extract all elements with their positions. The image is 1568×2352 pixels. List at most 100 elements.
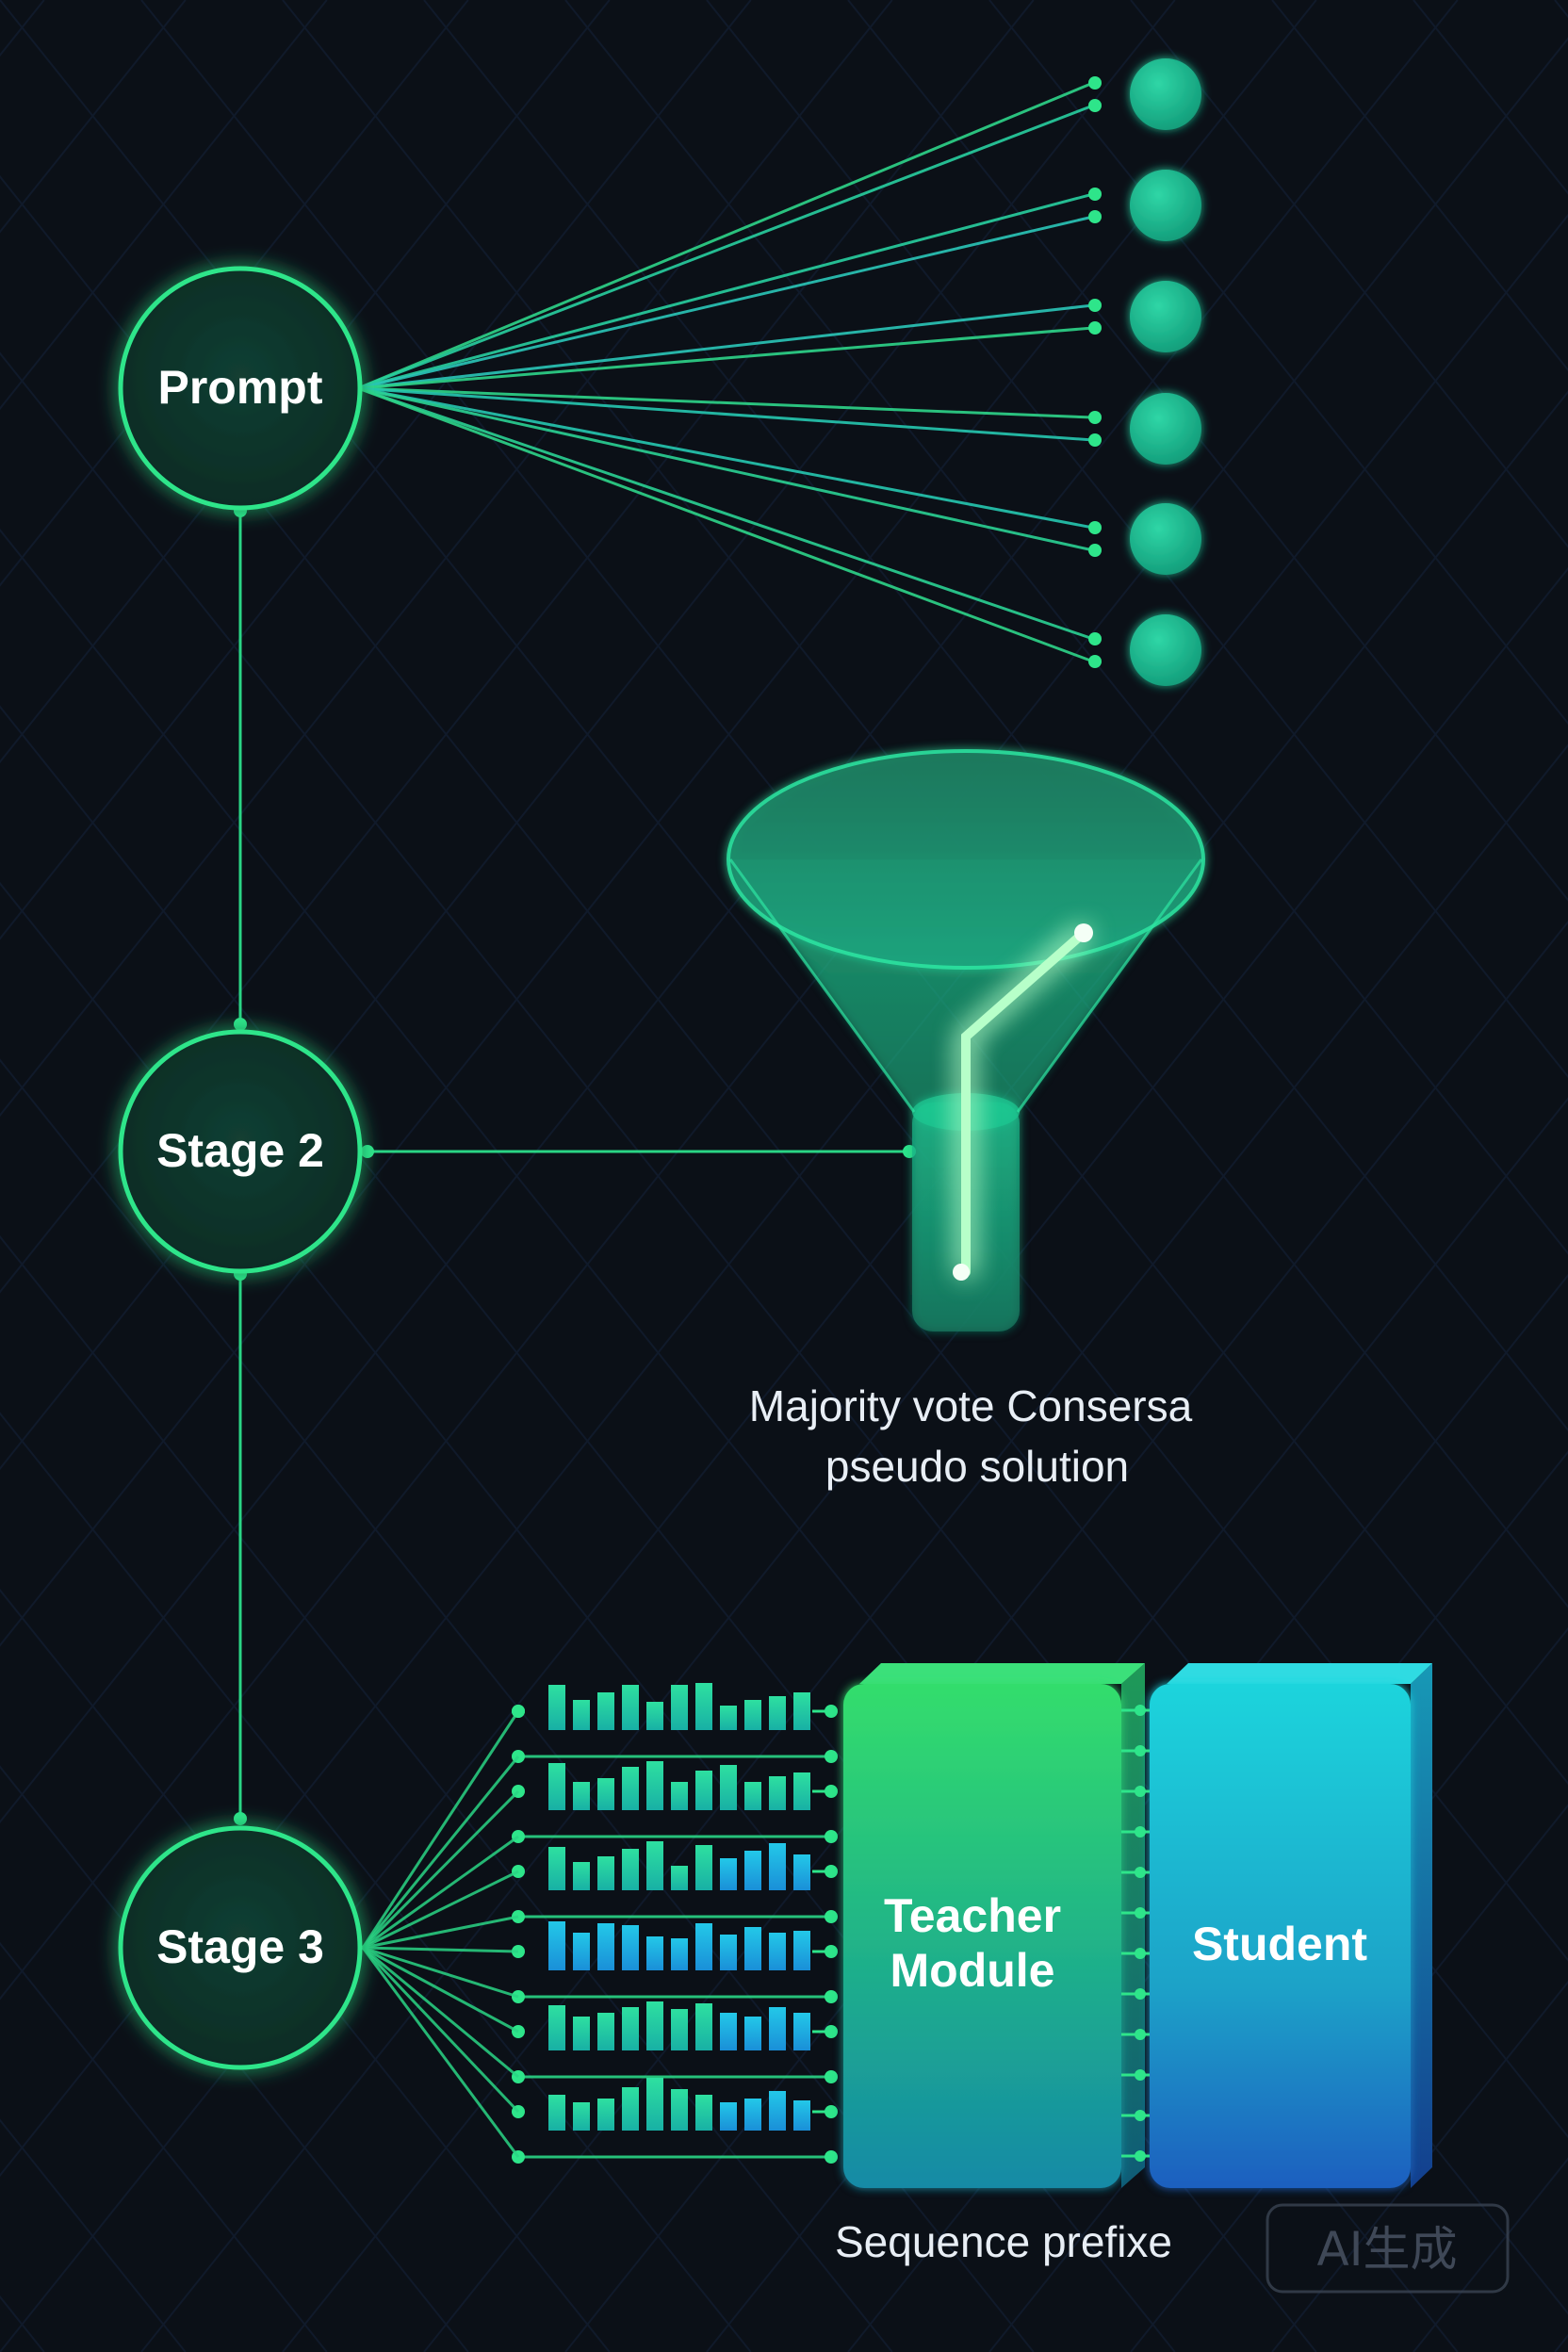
stage3-label: Stage 3: [156, 1920, 324, 1973]
fan-line: [357, 386, 1094, 442]
sequence-bar: [622, 1685, 639, 1730]
sequence-bar: [720, 1935, 737, 1970]
prompt-fan-lines: [357, 76, 1102, 668]
fan-end-dot: [1088, 544, 1102, 557]
sequence-bar: [793, 1772, 810, 1810]
stage3-fan-lines: [361, 1705, 838, 2164]
sequence-bar: [573, 1782, 590, 1810]
fan-end-dot: [1088, 321, 1102, 335]
sample-outputs: [1130, 58, 1201, 686]
sequence-bar: [695, 2095, 712, 2131]
sequence-bar: [573, 1862, 590, 1890]
prompt-node[interactable]: [118, 266, 363, 511]
sequence-bar: [671, 1938, 688, 1970]
sequence-bar: [573, 1700, 590, 1730]
stage3-fan-line: [361, 1947, 520, 2158]
sequence-bar: [622, 1925, 639, 1970]
sequence-bar: [695, 1683, 712, 1730]
output-node: [1130, 58, 1201, 130]
sequence-bar: [744, 1851, 761, 1890]
connector-dot: [234, 1812, 247, 1825]
fan-end-dot: [1088, 76, 1102, 90]
funnel-caption-line1: Majority vote Consersa: [749, 1381, 1193, 1430]
consensus-path: [961, 928, 1088, 1277]
fan-line: [357, 81, 1094, 390]
row-dot: [825, 1910, 838, 1923]
fan-line: [357, 386, 1094, 663]
sequence-bar: [597, 1923, 614, 1970]
teacher-module-block[interactable]: [843, 1663, 1145, 2188]
sequence-bar: [671, 2089, 688, 2131]
sequence-bar: [597, 1856, 614, 1890]
link-dot: [1135, 1705, 1146, 1716]
sequence-bar: [646, 1936, 663, 1970]
fan-end-dot: [1088, 210, 1102, 223]
row-dot: [512, 1705, 525, 1718]
stage3-fan-line: [362, 1835, 519, 1950]
fan-end-dot: [1088, 99, 1102, 112]
sequence-bar: [622, 2007, 639, 2050]
ai-watermark: AI生成: [1266, 2203, 1510, 2294]
sequence-bar: [744, 1700, 761, 1730]
sequence-bar: [720, 1765, 737, 1810]
sequence-bar: [548, 1847, 565, 1890]
stage3-fan-line: [361, 1789, 520, 1950]
stage3-fan-line: [362, 1915, 519, 1950]
sequence-caption: Sequence prefixe: [835, 2217, 1172, 2266]
sequence-bar: [769, 1843, 786, 1890]
sequence-bar: [573, 1933, 590, 1970]
output-node: [1130, 281, 1201, 352]
connector-dot: [361, 1145, 374, 1158]
link-dot: [1135, 2150, 1146, 2162]
sequence-bar: [793, 1931, 810, 1970]
fan-line: [357, 386, 1094, 419]
fan-end-dot: [1088, 632, 1102, 645]
sequence-bar: [548, 1685, 565, 1730]
row-dot: [825, 1750, 838, 1763]
row-dot: [825, 1990, 838, 2003]
stage2-node[interactable]: [118, 1029, 363, 1274]
sequence-bar: [744, 2017, 761, 2050]
teacher-label-line1: Teacher: [884, 1889, 1061, 1942]
sequence-bar: [720, 2013, 737, 2050]
sequence-bar: [793, 2100, 810, 2131]
sequence-bar: [769, 2007, 786, 2050]
row-dot: [825, 2150, 838, 2164]
fan-end-dot: [1088, 188, 1102, 201]
sequence-bar: [573, 2102, 590, 2131]
sequence-bar: [720, 1858, 737, 1890]
student-block[interactable]: [1150, 1663, 1432, 2188]
sequence-bar: [720, 2102, 737, 2131]
row-dot: [825, 1830, 838, 1843]
sequence-bar: [548, 2005, 565, 2050]
sequence-bar: [769, 2091, 786, 2131]
majority-vote-funnel: [727, 749, 1205, 1331]
fan-line: [357, 215, 1094, 390]
stage3-fan-line: [362, 1946, 519, 1953]
stage3-node[interactable]: [118, 1825, 363, 2070]
sequence-bar: [769, 1696, 786, 1730]
sequence-bar: [695, 1923, 712, 1970]
link-dot: [1135, 2069, 1146, 2081]
sequence-bar: [597, 1778, 614, 1810]
sequence-bar: [597, 1692, 614, 1730]
sequence-bar: [622, 1767, 639, 1810]
link-dot: [1135, 1988, 1146, 2000]
link-dot: [1135, 1867, 1146, 1878]
stage3-fan-line: [362, 1946, 519, 1999]
stage3-fan-line: [361, 1946, 520, 2114]
teacher-student-links: [1121, 1705, 1150, 2162]
sequence-bar: [671, 1782, 688, 1810]
stage3-fan-line: [361, 1710, 520, 1949]
link-dot: [1135, 1786, 1146, 1797]
sequence-bar: [793, 2013, 810, 2050]
link-dot: [1135, 1907, 1146, 1919]
fan-end-dot: [1088, 299, 1102, 312]
link-dot: [1135, 2029, 1146, 2040]
sequence-bar: [646, 1841, 663, 1890]
consensus-end-dot: [953, 1264, 970, 1281]
link-dot: [1135, 1826, 1146, 1838]
fan-end-dot: [1088, 655, 1102, 668]
sequence-bar: [671, 2009, 688, 2050]
